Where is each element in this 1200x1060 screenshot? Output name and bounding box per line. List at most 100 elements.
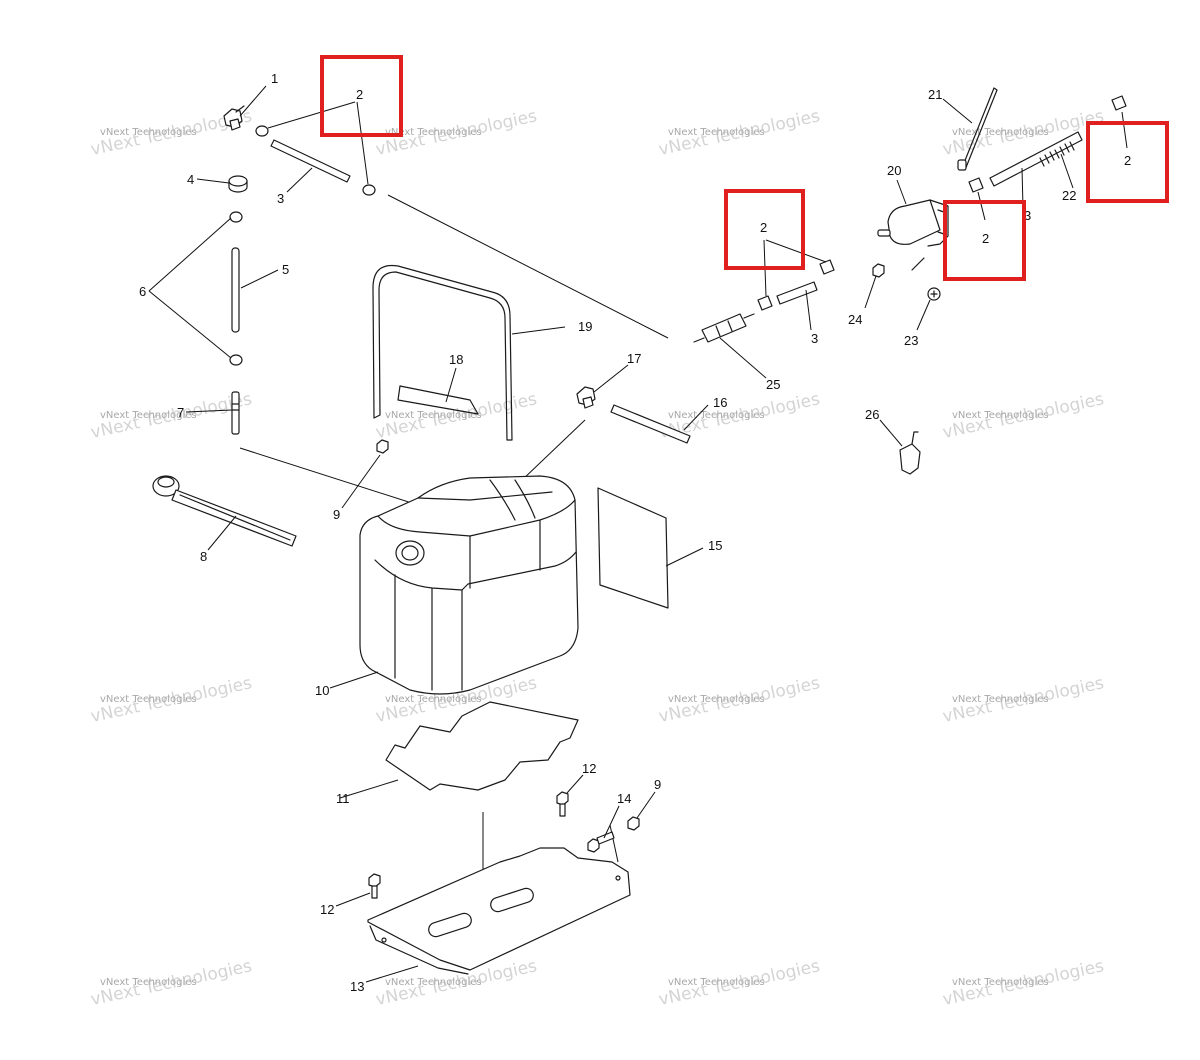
part-21-rod xyxy=(957,87,998,171)
callout-13: 13 xyxy=(350,979,364,994)
callout-2: 2 xyxy=(982,231,989,246)
part-14-bolt xyxy=(587,831,615,853)
callout-11: 11 xyxy=(336,791,350,806)
part-2-clamp xyxy=(255,125,269,137)
part-2-clamp xyxy=(362,184,376,196)
svg-text:vNext Technologies: vNext Technologies xyxy=(100,694,197,705)
svg-text:vNext Technologies: vNext Technologies xyxy=(385,127,482,138)
callout-19: 19 xyxy=(578,319,592,334)
callout-17: 17 xyxy=(627,351,641,366)
callout-3: 3 xyxy=(1024,208,1031,223)
callout-10: 10 xyxy=(315,683,329,698)
svg-text:vNext Technologies: vNext Technologies xyxy=(385,410,482,421)
callout-9: 9 xyxy=(654,777,661,792)
part-6-clamp xyxy=(229,211,243,223)
part-4-grommet xyxy=(228,175,248,193)
part-2-clamp xyxy=(819,259,835,275)
part-9-nut xyxy=(627,816,640,831)
svg-text:vNext Technologies: vNext Technologies xyxy=(100,410,197,421)
part-18-pad xyxy=(397,385,479,415)
watermark: vNext Technologies vNext Technologies xyxy=(941,106,1106,160)
callout-4: 4 xyxy=(187,172,194,187)
part-20-fuel-pump xyxy=(877,199,949,271)
callout-16: 16 xyxy=(713,395,727,410)
highlight-box xyxy=(724,189,805,270)
part-1-fitting xyxy=(223,105,245,131)
part-12-bolt xyxy=(556,791,569,817)
callouts: 1 2 3 4 5 6 7 8 9 10 11 12 12 13 14 9 15… xyxy=(139,71,1131,994)
svg-text:vNext Technologies: vNext Technologies xyxy=(952,694,1049,705)
svg-text:vNext Technologies: vNext Technologies xyxy=(668,127,765,138)
callout-3: 3 xyxy=(811,331,818,346)
part-3-hose xyxy=(270,139,351,183)
part-19-tank-strap xyxy=(372,264,513,441)
svg-text:vNext Technologies: vNext Technologies xyxy=(100,127,197,138)
callout-18: 18 xyxy=(449,352,463,367)
callout-15: 15 xyxy=(708,538,722,553)
svg-text:vNext Technologies: vNext Technologies xyxy=(668,410,765,421)
callout-7: 7 xyxy=(177,405,184,420)
part-2-clamp xyxy=(968,177,984,193)
watermark: vNext Technologies vNext Technologies xyxy=(657,956,822,1010)
part-6-clamp xyxy=(229,354,243,366)
callout-2: 2 xyxy=(356,87,363,102)
callout-26: 26 xyxy=(865,407,879,422)
highlight-box xyxy=(943,200,1026,281)
watermark: vNext Technologies vNext Technologies xyxy=(941,956,1106,1010)
svg-text:vNext Technologies: vNext Technologies xyxy=(952,127,1049,138)
callout-21: 21 xyxy=(928,87,942,102)
callout-23: 23 xyxy=(904,333,918,348)
watermark: vNext Technologies vNext Technologies xyxy=(941,389,1106,443)
part-24-nut xyxy=(872,263,885,278)
callout-24: 24 xyxy=(848,312,862,327)
part-12-bolt xyxy=(368,873,381,899)
part-7-valve xyxy=(231,391,240,435)
callout-8: 8 xyxy=(200,549,207,564)
part-2-clamp xyxy=(1111,95,1127,111)
callout-9: 9 xyxy=(333,507,340,522)
part-26-clip xyxy=(899,431,921,475)
watermark: vNext Technologies vNext Technologies xyxy=(89,673,254,727)
watermark: vNext Technologies vNext Technologies xyxy=(657,106,822,160)
svg-text:vNext Technologies: vNext Technologies xyxy=(100,977,197,988)
highlight-box xyxy=(320,55,403,137)
svg-text:vNext Technologies: vNext Technologies xyxy=(668,977,765,988)
part-8-gauge-sender xyxy=(152,475,297,547)
svg-text:vNext Technologies: vNext Technologies xyxy=(385,977,482,988)
callout-3: 3 xyxy=(277,191,284,206)
part-10-fuel-tank xyxy=(359,475,579,695)
callout-25: 25 xyxy=(766,377,780,392)
highlight-boxes xyxy=(320,55,1169,281)
part-15-shield-pad xyxy=(597,487,669,609)
part-9-nut xyxy=(376,439,389,454)
part-22-hose xyxy=(989,131,1083,187)
callout-1: 1 xyxy=(271,71,278,86)
callout-5: 5 xyxy=(282,262,289,277)
callout-14: 14 xyxy=(617,791,631,806)
callout-22: 22 xyxy=(1062,188,1076,203)
svg-text:vNext Technologies: vNext Technologies xyxy=(952,410,1049,421)
part-5-hose xyxy=(231,247,240,333)
svg-text:vNext Technologies: vNext Technologies xyxy=(952,977,1049,988)
callout-12: 12 xyxy=(320,902,334,917)
watermark: vNext Technologies vNext Technologies xyxy=(89,389,254,443)
part-13-skid-plate xyxy=(367,847,631,975)
leader-lines xyxy=(148,85,1128,983)
part-23-screw xyxy=(927,287,941,301)
callout-2: 2 xyxy=(1124,153,1131,168)
part-16-hose xyxy=(610,404,691,444)
watermark: vNext Technologies vNext Technologies xyxy=(941,673,1106,727)
watermark: vNext Technologies vNext Technologies xyxy=(657,673,822,727)
highlight-box xyxy=(1086,121,1169,203)
part-11-pad xyxy=(385,701,579,791)
svg-text:vNext Technologies: vNext Technologies xyxy=(668,694,765,705)
part-3-hose xyxy=(776,281,818,305)
callout-12: 12 xyxy=(582,761,596,776)
callout-2: 2 xyxy=(760,220,767,235)
part-25-filter xyxy=(693,313,755,343)
callout-20: 20 xyxy=(887,163,901,178)
watermark: vNext Technologies vNext Technologies xyxy=(89,956,254,1010)
svg-text:vNext Technologies: vNext Technologies xyxy=(385,694,482,705)
part-17-fitting xyxy=(576,386,596,409)
